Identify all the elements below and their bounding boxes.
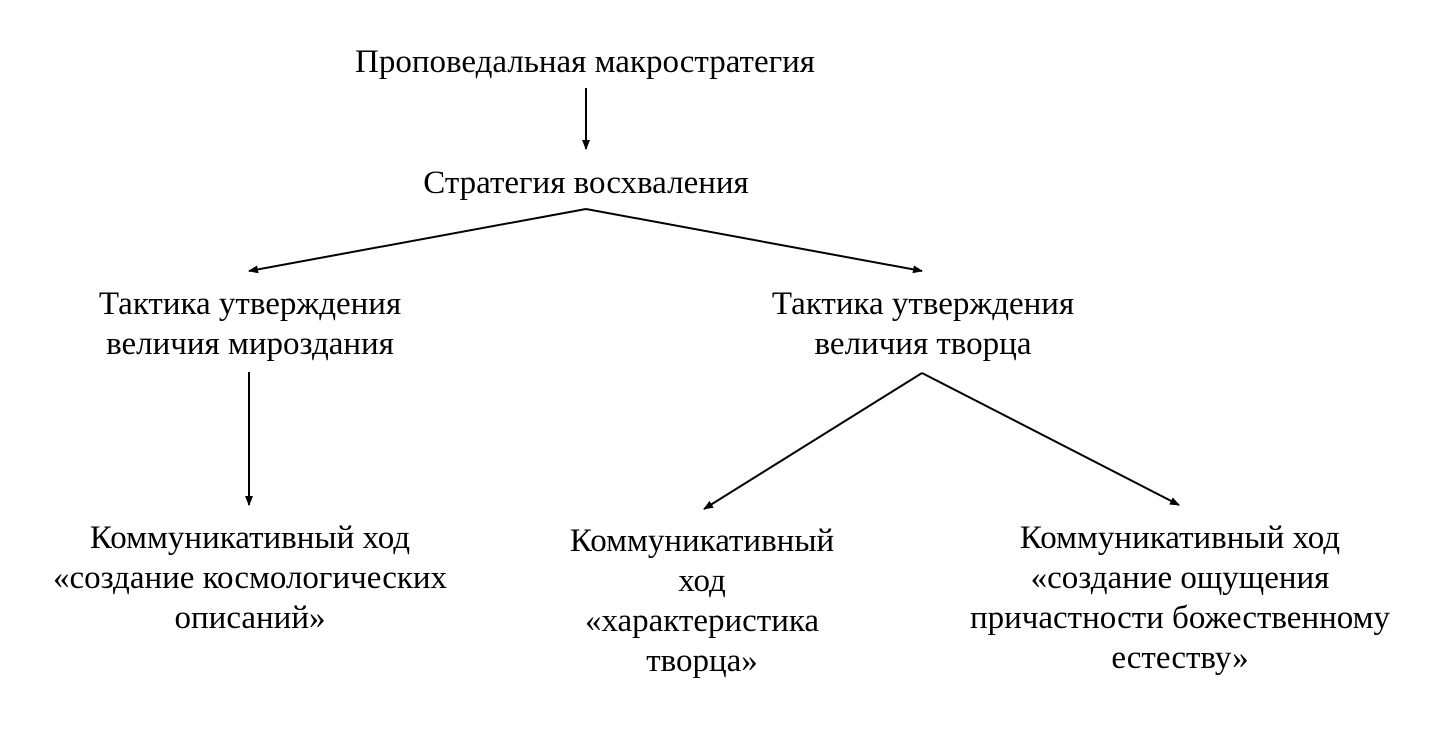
node-line: «характеристика — [584, 603, 820, 639]
node-move-divine-involvement: Коммуникативный ход «создание ощущения п… — [930, 518, 1430, 678]
edge-tactic-creator-to-move-divine — [921, 372, 1180, 506]
node-line: величия мироздания — [106, 326, 394, 362]
node-tactic-creator-greatness: Тактика утверждения величия творца — [713, 284, 1133, 364]
node-line: «создание космологических — [52, 560, 448, 596]
node-line: причастности божественному — [969, 600, 1391, 636]
edge-praise-to-tactic-creator — [585, 208, 923, 274]
node-line: естеству» — [1111, 640, 1249, 676]
node-line: творца» — [646, 643, 758, 679]
node-line: Коммуникативный — [569, 523, 835, 559]
node-tactic-universe-greatness: Тактика утверждения величия мироздания — [40, 284, 460, 364]
node-line: «создание ощущения — [1030, 560, 1330, 596]
node-line: Коммуникативный ход — [1019, 520, 1341, 556]
node-line: величия творца — [814, 326, 1032, 362]
node-line: описаний» — [174, 600, 326, 636]
node-line: Тактика утверждения — [98, 286, 402, 322]
node-line: Стратегия восхваления — [423, 165, 749, 201]
node-line: Проповедальная макростратегия — [355, 44, 815, 80]
node-line: ход — [678, 563, 726, 599]
edge-tactic-creator-to-move-character — [703, 372, 923, 510]
node-move-creator-characteristic: Коммуникативный ход «характеристика твор… — [532, 521, 872, 681]
node-praise-strategy: Стратегия восхваления — [336, 163, 836, 203]
node-line: Коммуникативный ход — [89, 520, 411, 556]
node-line: Тактика утверждения — [771, 286, 1075, 322]
node-preaching-macrostrategy: Проповедальная макростратегия — [285, 42, 885, 82]
edge-praise-to-tactic-universe — [248, 208, 587, 274]
node-move-cosmological-descriptions: Коммуникативный ход «создание космологич… — [20, 518, 480, 638]
